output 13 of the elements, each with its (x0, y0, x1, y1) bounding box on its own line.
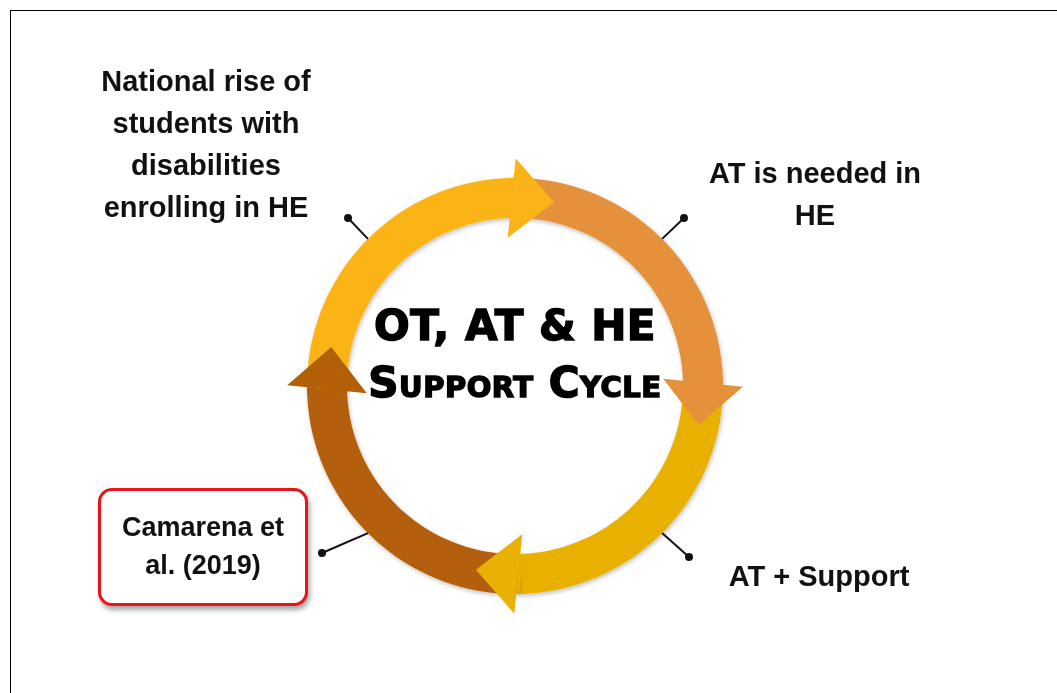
step-label: AT + Support (689, 555, 949, 598)
leader-line (661, 214, 688, 240)
arrowhead (287, 346, 367, 395)
arrowhead (475, 534, 524, 614)
leader-line (661, 532, 693, 561)
leader-line (344, 214, 369, 240)
arrowhead (663, 377, 743, 426)
arrowhead (506, 158, 555, 238)
cycle-title: OT, AT & HE Support Cycle (365, 298, 665, 412)
citation-box: Camarena et al. (2019) (98, 488, 308, 606)
leader-line (318, 532, 369, 557)
step-label: AT is needed in HE (690, 152, 940, 237)
step-label: National rise of students with disabilities enrolling in HE (75, 60, 337, 229)
